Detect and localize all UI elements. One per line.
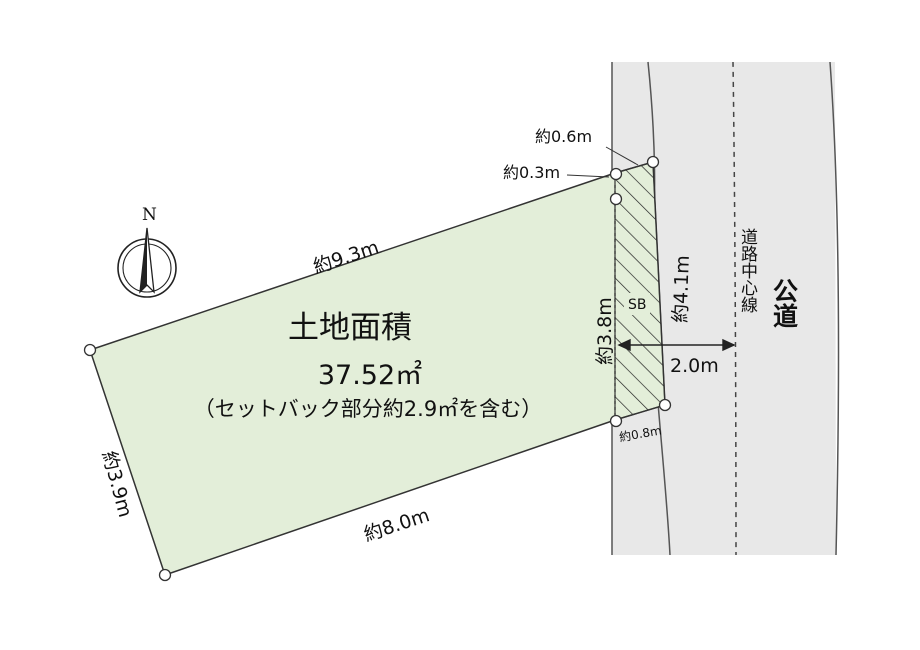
road-surface [612,62,836,555]
leader-lines [566,146,639,178]
land-area-note: （セットバック部分約2.9㎡を含む） [194,397,542,421]
corner-marker [158,568,172,582]
corner-markers [83,155,672,582]
leader-line [605,146,639,166]
north-arrow-icon: N [117,205,177,298]
road-centerline [732,61,737,556]
corner-marker [658,398,672,412]
corner-marker [609,414,623,428]
dimension-to-centerline: 2.0m [670,355,719,377]
dimension-setback-bottom: 約0.8m [618,422,663,444]
north-label: N [142,205,157,225]
setback-label-bg [624,293,650,315]
road-edge-right [829,61,840,556]
corner-marker [609,192,623,206]
dimension-bottom-edge: 約8.0m [361,504,432,546]
dimension-frontage: 約4.1m [670,255,694,323]
corner-marker [646,155,660,169]
dimension-setback-top-outer: 約0.6m [535,127,592,146]
land-area-title: 土地面積 [288,310,412,346]
setback-label: SB [628,297,647,313]
road-centerline-label: 道路中心線 [737,228,758,313]
lot [89,161,666,576]
arrow-head-right-icon [722,338,736,352]
arrow-head-left-icon [617,338,631,352]
public-road-label: 公道 [770,278,799,328]
dimension-setback-top-inner: 約0.3m [503,163,560,182]
leader-line [566,174,610,178]
dimension-setback-length: 約3.8m [594,297,616,365]
corner-marker [609,167,623,181]
corner-marker [83,343,97,357]
centerline-distance-arrow [617,338,736,352]
land-area-value: 37.52㎡ [318,360,422,391]
